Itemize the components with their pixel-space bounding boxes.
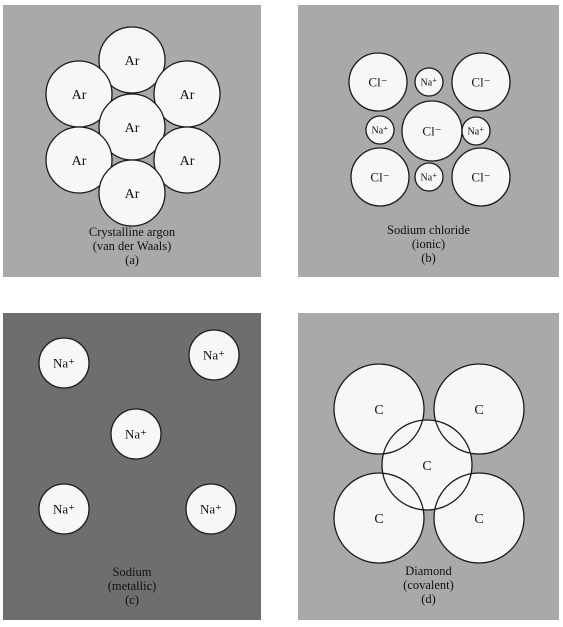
- atom-label: Ar: [180, 88, 195, 103]
- atom-label: Na⁺: [125, 427, 147, 442]
- caption-line-3: (a): [125, 253, 139, 267]
- atom-circle: [451, 147, 511, 207]
- atom-circle: [348, 52, 408, 112]
- atom-label: Cl⁻: [471, 75, 490, 90]
- atom-label: Na⁺: [53, 356, 75, 371]
- atom-label: Na⁺: [200, 502, 222, 517]
- sodium-chloride-diagram: Cl⁻ Na⁺ Cl⁻ Na⁺ Cl⁻ Na⁺ Cl⁻ Na⁺ Cl⁻: [298, 5, 559, 277]
- panel-diamond: C C C C C Diamond (covalent) (d): [298, 313, 559, 620]
- caption-diamond: Diamond (covalent) (d): [298, 564, 559, 606]
- atom-circle: [98, 26, 166, 94]
- atom-circle: [153, 126, 221, 194]
- atom-label: Na⁺: [372, 126, 389, 137]
- atom-circle: [350, 147, 410, 207]
- sodium-metal-diagram: Na⁺ Na⁺ Na⁺ Na⁺ Na⁺: [3, 313, 261, 620]
- atom-fill: [334, 473, 424, 563]
- panel-sodium-chloride: Cl⁻ Na⁺ Cl⁻ Na⁺ Cl⁻ Na⁺ Cl⁻ Na⁺ Cl⁻ Sodium chlor…: [298, 5, 559, 277]
- atom-circle: [185, 483, 237, 535]
- caption-line-1: Sodium chloride: [387, 223, 470, 237]
- atom-circle: [414, 162, 444, 192]
- atom-label: Cl⁻: [368, 75, 387, 90]
- atom-label: Ar: [180, 154, 195, 169]
- atom-fill: [434, 473, 524, 563]
- caption-sodium-chloride: Sodium chloride (ionic) (b): [298, 223, 559, 265]
- caption-line-2: (covalent): [403, 578, 454, 592]
- atom-label: C: [422, 459, 431, 474]
- atom-label: Na⁺: [53, 502, 75, 517]
- caption-line-2: (metallic): [107, 579, 157, 593]
- atom-circle: [381, 419, 473, 511]
- atom-label: Cl⁻: [370, 170, 389, 185]
- atom-circle: [414, 67, 444, 97]
- carbon-atoms: C C C C C: [333, 363, 525, 564]
- atom-label: Na⁺: [203, 348, 225, 363]
- atom-label: Ar: [125, 187, 140, 202]
- caption-line-3: (d): [421, 592, 436, 606]
- caption-line-1: Diamond: [405, 564, 452, 578]
- atom-circle: [333, 472, 425, 564]
- atom-circle: [188, 329, 240, 381]
- atom-circle: [365, 115, 395, 145]
- atom-label: Cl⁻: [422, 124, 441, 139]
- panel-sodium-metal: Na⁺ Na⁺ Na⁺ Na⁺ Na⁺ Sodium (metallic) (c): [3, 313, 261, 620]
- atom-label: C: [374, 512, 383, 527]
- atom-label: Na⁺: [468, 127, 485, 138]
- sodium-chloride-ions: Cl⁻ Na⁺ Cl⁻ Na⁺ Cl⁻ Na⁺ Cl⁻ Na⁺ Cl⁻: [348, 52, 511, 207]
- atom-circle: [333, 363, 425, 455]
- atom-label: Na⁺: [421, 78, 438, 89]
- caption-line-3: (b): [421, 251, 436, 265]
- sodium-ions: Na⁺ Na⁺ Na⁺ Na⁺ Na⁺: [38, 329, 240, 535]
- atom-label: C: [474, 403, 483, 418]
- atom-circle: [433, 472, 525, 564]
- atom-circle: [38, 483, 90, 535]
- atom-circle: [433, 363, 525, 455]
- atom-circle: [45, 126, 113, 194]
- caption-line-1: Crystalline argon: [88, 225, 176, 239]
- atom-label: Ar: [125, 121, 140, 136]
- atom-label: Ar: [72, 154, 87, 169]
- caption-argon: Crystalline argon (van der Waals) (a): [3, 225, 261, 267]
- caption-line-3: (c): [125, 593, 139, 607]
- caption-line-2: (van der Waals): [92, 239, 172, 253]
- atom-label: Na⁺: [421, 173, 438, 184]
- caption-line-1: Sodium: [112, 565, 152, 579]
- atom-label: Cl⁻: [471, 170, 490, 185]
- atom-circle: [451, 52, 511, 112]
- diamond-diagram: C C C C C: [298, 313, 559, 620]
- atom-circle: [461, 116, 491, 146]
- atom-circle: [98, 159, 166, 227]
- atom-label: C: [374, 403, 383, 418]
- caption-sodium-metal: Sodium (metallic) (c): [3, 565, 261, 607]
- atom-label: Ar: [72, 88, 87, 103]
- atom-circle: [110, 408, 162, 460]
- atom-circle: [38, 337, 90, 389]
- atom-label: Ar: [125, 54, 140, 69]
- caption-line-2: (ionic): [411, 237, 446, 251]
- atom-label: C: [474, 512, 483, 527]
